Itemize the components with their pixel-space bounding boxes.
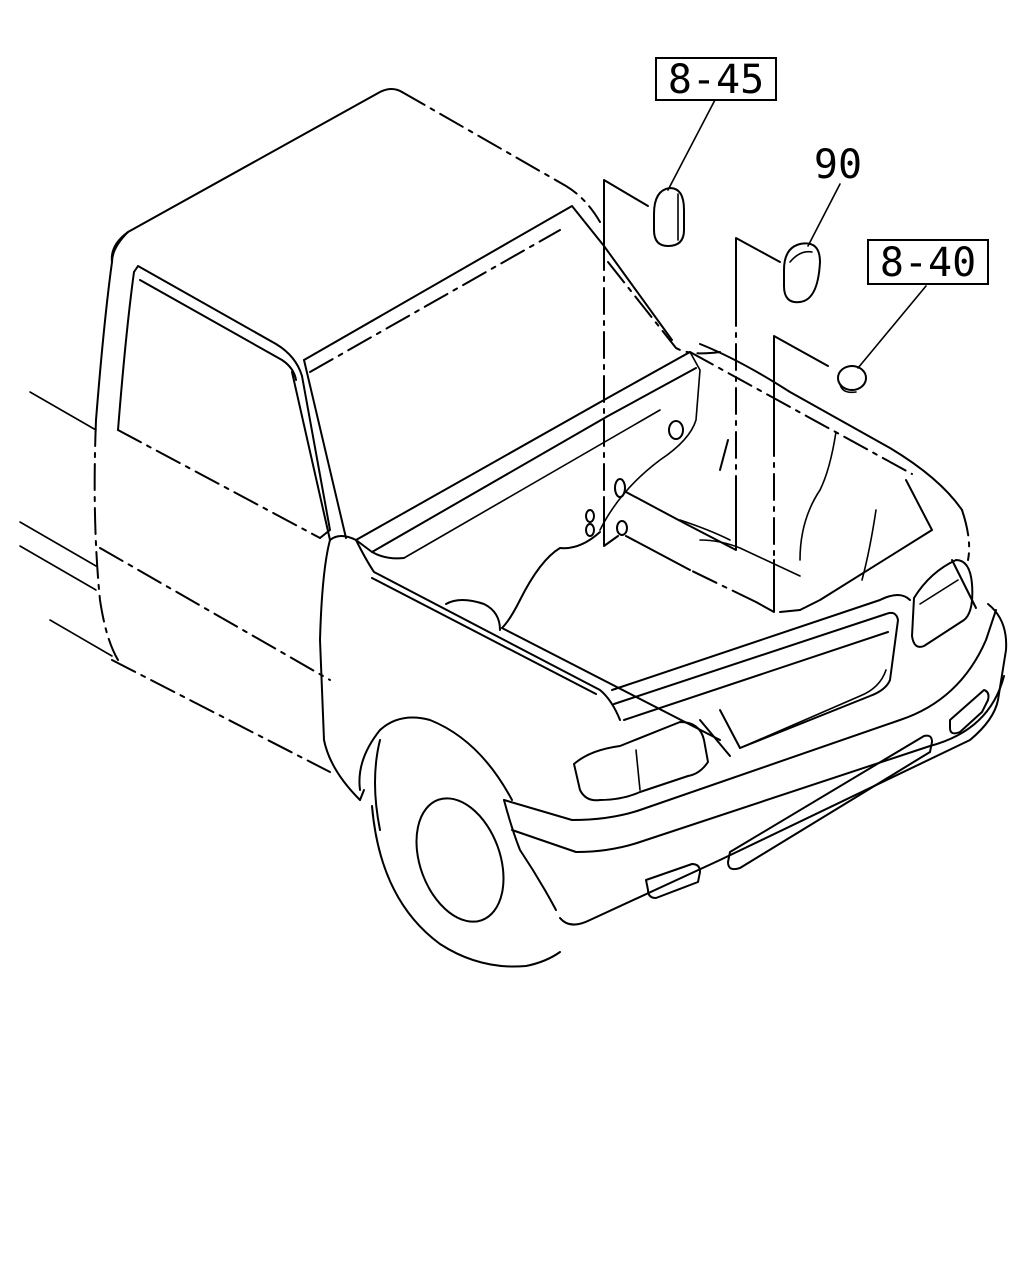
callout-leader-8-45: [667, 97, 717, 191]
callout-leader-90: [807, 183, 841, 247]
callout-8-40: 8-40: [867, 239, 989, 286]
callout-leader-8-40: [857, 285, 927, 369]
truck-illustration: [19, 88, 1008, 968]
grommet-90-part: [783, 242, 821, 304]
callout-8-45: 8-45: [655, 57, 777, 103]
callout-90-text: 90: [814, 142, 862, 188]
callout-8-45-text: 8-45: [668, 57, 764, 103]
part-bracket-lines: [603, 179, 829, 613]
plug-8-40-part: [837, 365, 867, 394]
mounting-holes: [585, 420, 684, 537]
callout-90: 90: [814, 142, 862, 188]
callout-8-40-text: 8-40: [880, 240, 976, 286]
grommet-8-45-part: [653, 187, 685, 247]
